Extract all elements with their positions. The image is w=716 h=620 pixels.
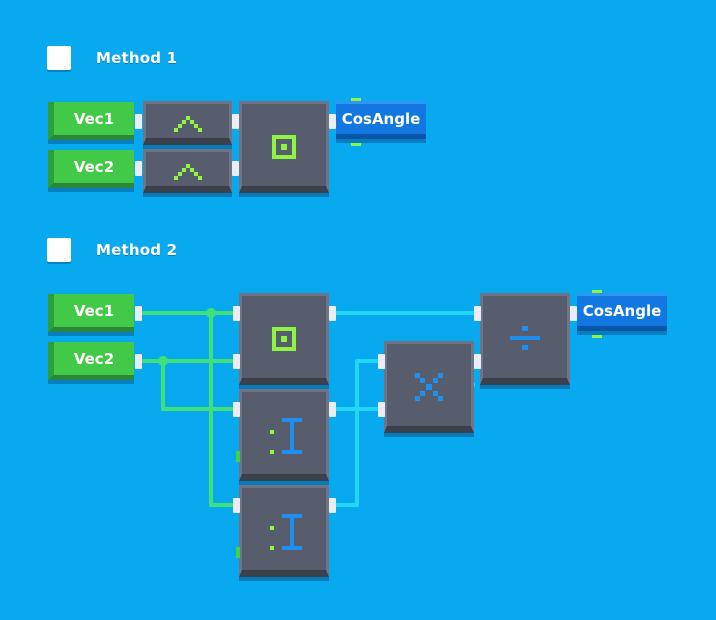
method1-checkbox[interactable] bbox=[47, 46, 71, 70]
method1-normalize-node-2[interactable] bbox=[143, 149, 232, 193]
method2-length2-in-port[interactable] bbox=[233, 498, 240, 513]
dot-product-icon bbox=[272, 135, 296, 159]
method2-vec2-out-port[interactable] bbox=[135, 354, 142, 369]
caret-up-icon bbox=[174, 116, 202, 132]
method2-dot-product-node[interactable] bbox=[239, 293, 329, 385]
method2-vec2-input[interactable]: Vec2 bbox=[48, 342, 134, 380]
wire-vec1-length2 bbox=[209, 409, 237, 507]
method1-cosangle-output[interactable]: CosAngle bbox=[336, 101, 426, 139]
method2-length1-out-port[interactable] bbox=[329, 402, 336, 417]
method1-dot-product-node[interactable] bbox=[239, 101, 329, 193]
method1-dot-out-port[interactable] bbox=[329, 114, 336, 129]
method2-vec1-input[interactable]: Vec1 bbox=[48, 294, 134, 332]
method2-length1-in-port-b[interactable] bbox=[236, 451, 240, 462]
wire-junction bbox=[206, 308, 216, 318]
method2-multiply-in-port-a[interactable] bbox=[378, 354, 385, 369]
method2-title: Method 2 bbox=[96, 241, 178, 259]
method2-multiply-node[interactable] bbox=[384, 341, 474, 433]
method2-length2-out-port[interactable] bbox=[329, 498, 336, 513]
method2-cosangle-output[interactable]: CosAngle bbox=[577, 293, 667, 331]
method2-checkbox[interactable] bbox=[47, 238, 71, 262]
method2-vec1-out-port[interactable] bbox=[135, 306, 142, 321]
method1-vec2-input[interactable]: Vec2 bbox=[48, 150, 134, 188]
method2-dot-in-port-b[interactable] bbox=[233, 354, 240, 369]
divide-icon bbox=[510, 326, 540, 350]
method1-vec2-out-port[interactable] bbox=[135, 161, 142, 176]
method2-length-node-1[interactable] bbox=[239, 389, 329, 481]
method1-vec1-out-port[interactable] bbox=[135, 114, 142, 129]
method2-divide-in-port-a[interactable] bbox=[474, 306, 481, 321]
method1-title: Method 1 bbox=[96, 49, 178, 67]
method2-divide-node[interactable] bbox=[480, 293, 570, 385]
wire-length2-multiply bbox=[333, 359, 381, 507]
method1-normalize-node-1[interactable] bbox=[143, 101, 232, 145]
method2-dot-in-port-a[interactable] bbox=[233, 306, 240, 321]
method2-multiply-in-port-b[interactable] bbox=[378, 402, 385, 417]
dot-product-icon bbox=[272, 327, 296, 351]
method2-dot-out-port[interactable] bbox=[329, 306, 336, 321]
length-icon bbox=[270, 514, 302, 550]
method1-output-marker bbox=[351, 98, 361, 101]
method1-normalize2-out-port[interactable] bbox=[232, 161, 239, 176]
wire-junction bbox=[158, 356, 168, 366]
wire-vec2-branch bbox=[161, 361, 211, 411]
method2-divide-out-port[interactable] bbox=[570, 306, 577, 321]
method1-vec1-input[interactable]: Vec1 bbox=[48, 102, 134, 140]
method1-normalize1-out-port[interactable] bbox=[232, 114, 239, 129]
caret-up-icon bbox=[174, 164, 202, 180]
length-icon bbox=[270, 418, 302, 454]
method2-length-node-2[interactable] bbox=[239, 485, 329, 577]
method2-divide-in-port-b[interactable] bbox=[474, 354, 481, 369]
method2-output-marker bbox=[592, 290, 602, 293]
method2-output-marker bbox=[592, 335, 602, 338]
method1-output-marker bbox=[351, 143, 361, 146]
method2-length1-in-port[interactable] bbox=[233, 402, 240, 417]
multiply-icon bbox=[415, 373, 443, 401]
method2-length2-in-port-b[interactable] bbox=[236, 547, 240, 558]
